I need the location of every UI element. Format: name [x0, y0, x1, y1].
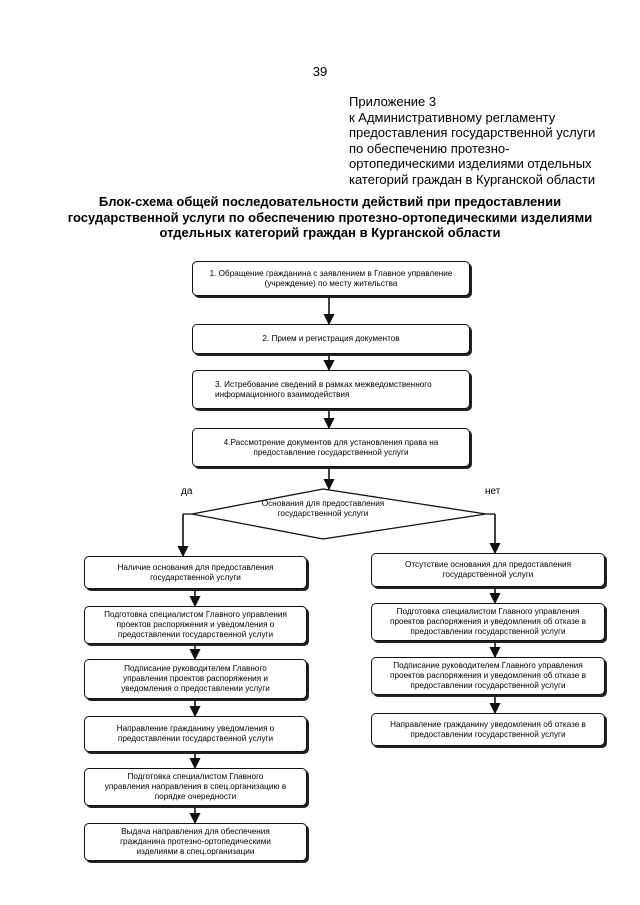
step-line: государственной услуги	[150, 572, 241, 582]
step-line: порядке очередности	[154, 792, 237, 801]
step-line: проектов распоряжения и уведомления об о…	[390, 671, 586, 680]
decision-text: Основания для предоставления государстве…	[250, 499, 396, 519]
step-line: предоставлении государственной услуги	[410, 681, 566, 690]
step-line: предоставлении государственной услуги	[117, 630, 274, 639]
step-line: 3. Истребование сведений в рамках межвед…	[215, 379, 432, 389]
decision-line: Основания для предоставления	[261, 499, 385, 508]
yes-step-4-box: Направление гражданину уведомления о пре…	[84, 716, 307, 752]
appendix-line: предоставления государственной услуги	[349, 125, 596, 141]
appendix-line: к Административному регламенту	[349, 109, 556, 125]
step-line: предоставлении государственной услуги	[410, 627, 566, 636]
step-1-box: 1. Обращение гражданина с заявлением в Г…	[192, 261, 470, 296]
step-2-box: 2. Прием и регистрация документов	[192, 324, 470, 354]
step-line: управления проектов распоряжения и	[122, 674, 268, 683]
yes-step-1-box: Наличие основания для предоставления гос…	[84, 556, 307, 589]
step-line: предоставлении государственной услуги	[117, 734, 274, 743]
appendix-header: Приложение 3 к Административному регламе…	[349, 94, 619, 188]
diagram-title: Блок-схема общей последовательности дейс…	[60, 194, 600, 241]
step-line: Подготовка специалистом Главного управле…	[104, 610, 287, 619]
no-label: нет	[485, 486, 501, 497]
step-line: Подготовка специалистом Главного	[127, 772, 264, 781]
step-4-box: 4.Рассмотрение документов для установлен…	[192, 428, 470, 467]
step-line: управления направления в спец.организаци…	[104, 782, 287, 791]
step-line: Наличие основания для предоставления	[117, 562, 274, 572]
step-line: Выдача направления для обеспечения	[121, 827, 270, 836]
title-line: государственной услуги по обеспечению пр…	[67, 209, 593, 225]
appendix-line: категорий граждан в Курганской области	[349, 171, 596, 187]
yes-label: да	[181, 486, 193, 497]
title-line: Блок-схема общей последовательности дейс…	[98, 194, 562, 209]
step-3-box: 3. Истребование сведений в рамках межвед…	[192, 370, 470, 409]
step-line: проектов распоряжения и уведомления об о…	[390, 617, 586, 626]
yes-step-5-box: Подготовка специалистом Главного управле…	[84, 768, 307, 806]
yes-step-6-box: Выдача направления для обеспечения гражд…	[84, 823, 307, 861]
step-line: государственной услуги	[442, 570, 534, 579]
step-line: информационного взаимодействия	[215, 389, 350, 399]
step-line: гражданина протезно-ортопедическими	[120, 837, 271, 846]
step-line: 4.Рассмотрение документов для установлен…	[223, 437, 439, 447]
page-number: 39	[312, 64, 328, 79]
step-line: предоставление государственной услуги	[253, 447, 409, 457]
appendix-line: Приложение 3	[349, 94, 437, 109]
step-line: Отсутствие основания для предоставления	[404, 560, 572, 569]
decision-diamond	[191, 488, 487, 540]
step-line: (учреждение) по месту жительства	[264, 278, 398, 288]
appendix-line: по обеспечению протезно-	[349, 140, 510, 156]
no-step-3-box: Подписание руководителем Главного управл…	[371, 657, 605, 695]
step-line: Подготовка специалистом Главного управле…	[396, 607, 580, 616]
step-line: предоставлении государственной услуги	[410, 729, 566, 739]
yes-step-2-box: Подготовка специалистом Главного управле…	[84, 606, 307, 644]
step-line: Направление гражданину уведомления об от…	[390, 719, 586, 729]
step-line: 2. Прием и регистрация документов	[262, 334, 400, 343]
step-line: Направление гражданину уведомления о	[116, 724, 275, 733]
step-line: изделиями в спец.организации	[136, 847, 255, 856]
title-line: отдельных категорий граждан в Курганской…	[159, 225, 501, 240]
no-step-1-box: Отсутствие основания для предоставления …	[371, 553, 605, 587]
yes-step-3-box: Подписание руководителем Главного управл…	[84, 659, 307, 699]
step-line: Подписание руководителем Главного управл…	[393, 661, 583, 670]
step-line: Подписание руководителем Главного	[124, 664, 267, 673]
step-line: проектов распоряжения и уведомления о	[116, 620, 275, 629]
decision-line: государственной услуги	[277, 509, 369, 518]
no-step-2-box: Подготовка специалистом Главного управле…	[371, 603, 605, 641]
step-line: уведомления о предоставлении услуги	[121, 684, 270, 693]
no-step-4-box: Направление гражданину уведомления об от…	[371, 713, 605, 746]
appendix-line: ортопедическими изделиями отдельных	[349, 156, 592, 172]
step-line: 1. Обращение гражданина с заявлением в Г…	[209, 268, 453, 278]
